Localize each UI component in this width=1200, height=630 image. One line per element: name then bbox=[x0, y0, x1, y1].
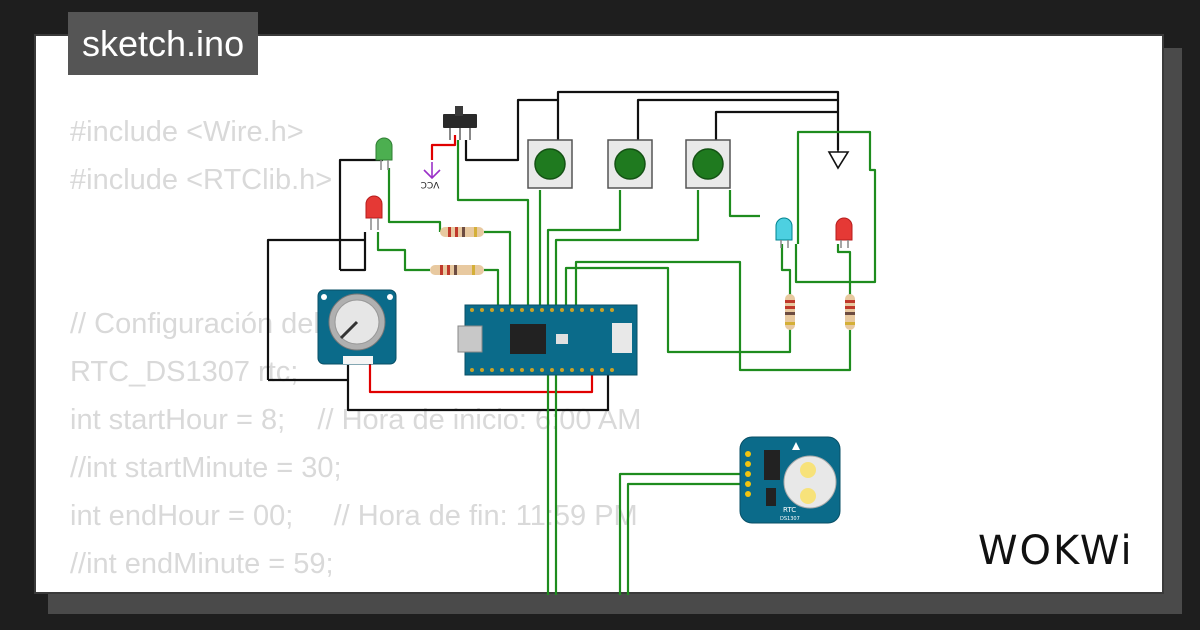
rtc-module[interactable]: RTC DS1307 bbox=[739, 436, 841, 524]
code-line: #include <Wire.h> bbox=[70, 116, 304, 148]
code-line: int endHour = 00; // Hora de fin: 11:59 … bbox=[70, 500, 638, 532]
pushbutton-3[interactable] bbox=[685, 139, 731, 189]
wire-black bbox=[714, 110, 838, 140]
wire-green bbox=[574, 260, 852, 372]
wire-black bbox=[636, 98, 838, 140]
led-blue[interactable] bbox=[775, 217, 793, 248]
wire-green bbox=[484, 268, 500, 308]
led-green[interactable] bbox=[375, 137, 393, 170]
wire-black bbox=[346, 365, 610, 412]
ground-symbol bbox=[827, 138, 850, 170]
wire-green bbox=[387, 168, 442, 232]
wire-green bbox=[554, 190, 700, 308]
rtc-chip-label: DS1307 bbox=[780, 516, 800, 522]
wire-green bbox=[456, 140, 530, 308]
wire-green bbox=[780, 244, 792, 296]
wire-red bbox=[430, 135, 457, 160]
wokwi-logo: WOKWi bbox=[978, 528, 1134, 574]
slide-switch[interactable] bbox=[443, 106, 477, 140]
led-red-right[interactable] bbox=[835, 217, 853, 248]
pushbutton-1[interactable] bbox=[527, 139, 573, 189]
resistor-3[interactable] bbox=[785, 294, 795, 330]
wire-green bbox=[836, 244, 852, 296]
potentiometer[interactable] bbox=[317, 289, 397, 365]
wire-green bbox=[626, 482, 750, 595]
wire-red bbox=[368, 360, 594, 394]
code-line: #include <RTClib.h> bbox=[70, 164, 333, 196]
pushbutton-2[interactable] bbox=[607, 139, 653, 189]
code-line: RTC_DS1307 rtc; bbox=[70, 356, 299, 388]
wire-green bbox=[564, 266, 792, 354]
wire-green bbox=[618, 472, 750, 595]
rtc-label: RTC bbox=[783, 506, 796, 514]
wire-black bbox=[340, 232, 367, 272]
resistor-4[interactable] bbox=[845, 294, 855, 330]
arduino-nano[interactable] bbox=[457, 304, 638, 376]
wire-black bbox=[266, 238, 365, 380]
wire-green bbox=[794, 130, 877, 284]
wire-black bbox=[464, 98, 560, 162]
wire-green bbox=[376, 232, 430, 272]
wire-green bbox=[484, 230, 512, 308]
led-red-left[interactable] bbox=[365, 195, 383, 230]
vcc-symbol: VCC bbox=[421, 162, 441, 189]
vcc-label: VCC bbox=[421, 179, 440, 189]
wire-green bbox=[728, 190, 760, 218]
code-line: //int startMinute = 30; bbox=[70, 452, 342, 484]
code-line: //int endMinute = 59; bbox=[70, 548, 334, 580]
resistor-1[interactable] bbox=[440, 227, 484, 237]
wires bbox=[266, 90, 877, 595]
wire-black bbox=[338, 158, 383, 270]
sketch-title[interactable]: sketch.ino bbox=[68, 12, 259, 75]
resistor-2[interactable] bbox=[430, 265, 484, 275]
wire-black bbox=[556, 90, 840, 150]
wire-green bbox=[546, 190, 622, 308]
code-preview: #include <Wire.h> #include <RTClib.h> //… bbox=[70, 108, 641, 588]
